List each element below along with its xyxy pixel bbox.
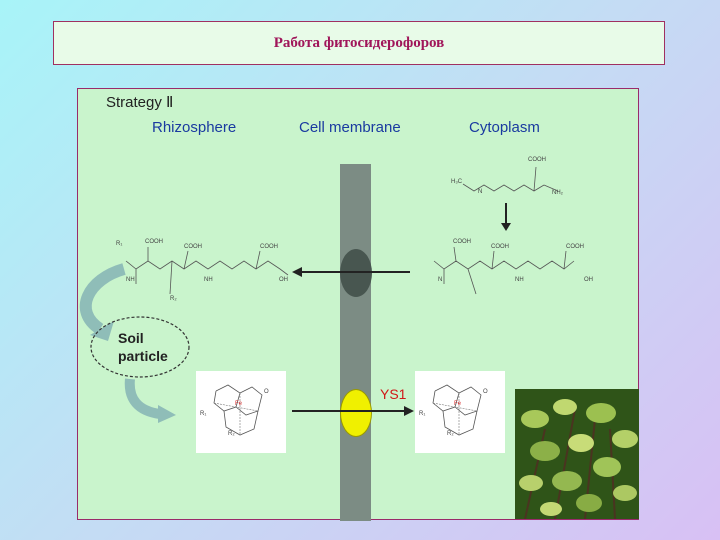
soil-chelation-arrows (79, 263, 176, 423)
chem-n: N (478, 189, 483, 195)
chem-r2: R₂ (170, 296, 177, 302)
soil-particle (90, 316, 190, 378)
chem-nh2: NH₂ (552, 190, 563, 196)
chem-r1: R₁ (200, 411, 207, 417)
plant-foliage (515, 389, 639, 519)
fe-complex-rhizosphere: Fe O R₁ R₂ (196, 371, 286, 453)
ys1-transporter (340, 389, 372, 437)
chem-cooh: COOH (491, 244, 509, 250)
chem-nh: NH (515, 277, 524, 283)
chem-o: O (264, 389, 269, 395)
chem-cooh: COOH (260, 244, 278, 250)
synthesis-arrow (501, 203, 511, 231)
chem-nh: NH (204, 277, 213, 283)
fe-complex-cytoplasm: Fe O R₁ R₂ (415, 371, 505, 453)
chem-cooh: COOH (145, 239, 163, 245)
chem-o: O (483, 389, 488, 395)
chem-cooh: COOH (528, 157, 546, 163)
chem-r2: R₂ (228, 431, 235, 437)
chem-cooh: COOH (566, 244, 584, 250)
chem-h3c: H₃C (451, 179, 463, 185)
soil-label-line2: particle (118, 348, 168, 364)
chem-oh: OH (584, 277, 593, 283)
cell-membrane (340, 164, 371, 521)
rhizosphere-label: Rhizosphere (152, 119, 237, 136)
precursor-molecule (462, 166, 559, 192)
chem-r2: R₂ (447, 431, 454, 437)
cytoplasm-label: Cytoplasm (469, 119, 540, 136)
chem-r1: R₁ (419, 411, 426, 417)
chem-fe: Fe (235, 401, 243, 407)
slide-title: Работа фитосидерофоров (273, 34, 445, 51)
chem-fe: Fe (454, 401, 462, 407)
chem-nh: NH (126, 277, 135, 283)
cell-membrane-label: Cell membrane (299, 119, 401, 136)
ys1-label: YS1 (380, 386, 407, 402)
rhizosphere-phytosiderophore (125, 247, 289, 295)
fe-complex-structure (432, 384, 482, 436)
chem-cooh: COOH (453, 239, 471, 245)
chem-oh: OH (279, 277, 288, 283)
slide-title-box: Работа фитосидерофоров (53, 21, 665, 65)
fe-complex-structure (213, 384, 263, 436)
secretion-arrow (292, 267, 410, 277)
chem-n: N (438, 277, 443, 283)
soil-particle-label: Soil particle (118, 329, 168, 365)
strategy-label: Strategy Ⅱ (106, 94, 174, 111)
cytoplasm-phytosiderophore (433, 246, 575, 295)
diagram-panel: Strategy Ⅱ Rhizosphere Cell membrane Cyt… (77, 88, 639, 521)
chem-cooh: COOH (184, 244, 202, 250)
soil-label-line1: Soil (118, 330, 144, 346)
uptake-arrow (292, 406, 414, 416)
chem-r1: R₁ (116, 241, 123, 247)
plant-photo (515, 389, 639, 519)
